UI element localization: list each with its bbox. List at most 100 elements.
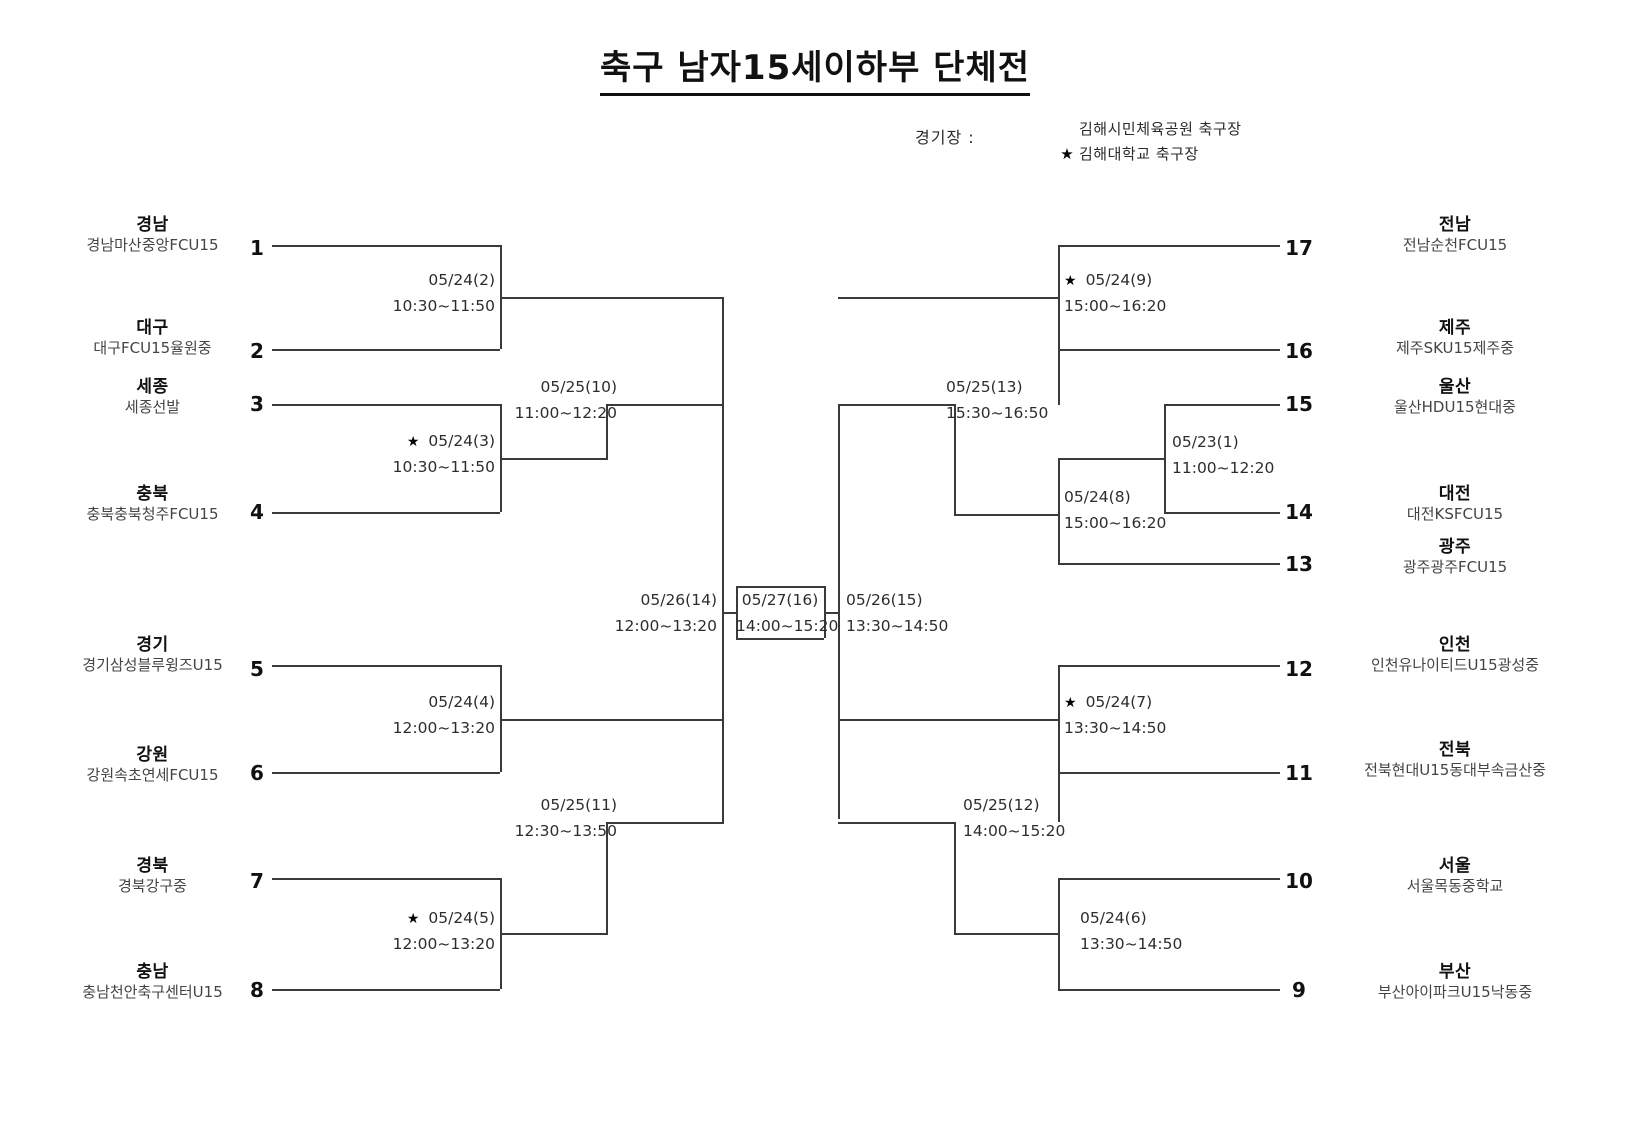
seed-number-9: 9 [1292,978,1306,1002]
seed-number-4: 4 [250,500,264,524]
bracket-line-seed-10 [1058,878,1280,880]
team-club-9: 부산아이파크U15낙동중 [1377,983,1533,1002]
match-date-m1: 05/23(1) [1172,433,1239,451]
bracket-line-m13-mid [838,404,954,406]
match-date-m7: 05/24(7) [1085,693,1153,711]
bracket-line-seed-2 [272,349,500,351]
bracket-line-m5-out [500,933,608,935]
match-date-m6: 05/24(6) [1080,909,1147,927]
match-label-m11: 05/25(11) 12:30~13:50 [425,793,617,844]
bracket-line-m10-mid [606,404,724,406]
match-time-m15: 13:30~14:50 [846,616,949,635]
bracket-connector-m11 [722,719,724,822]
match-label-m9: ★05/24(9) 15:00~16:20 [1064,268,1274,319]
match-time-m4: 12:00~13:20 [392,718,495,737]
venue-legend-row-1: 김해시민체육공원 축구장 [1055,118,1242,139]
team-club-2: 대구FCU15율원중 [93,339,212,358]
match-date-m12: 05/25(12) [963,796,1040,814]
seed-number-5: 5 [250,657,264,681]
match-date-m16: 05/27(16) [741,591,819,609]
team-region-1: 경남 [136,215,169,235]
team-region-11: 전북 [1438,740,1472,760]
bracket-connector-m3-rise [606,404,608,458]
bracket-line-m15-out [824,612,838,614]
team-club-6: 강원속초연세FCU15 [86,766,219,785]
team-seed-15: 울산 울산HDU15현대중 [1320,377,1590,417]
match-label-m16: 05/27(16) 14:00~15:20 [736,588,838,639]
team-club-14: 대전KSFCU15 [1406,505,1504,524]
team-club-3: 세종선발 [124,398,181,417]
seed-number-14: 14 [1285,500,1313,524]
team-region-12: 인천 [1438,635,1472,655]
match-time-m10: 11:00~12:20 [514,403,617,422]
match-time-m9: 15:00~16:20 [1064,296,1167,315]
match-label-m3: ★05/24(3) 10:30~11:50 [300,429,495,480]
team-region-10: 서울 [1438,856,1472,876]
match-time-m5: 12:00~13:20 [392,934,495,953]
team-seed-13: 광주 광주광주FCU15 [1320,537,1590,577]
bracket-line-seed-8 [272,989,500,991]
match-label-m6: 05/24(6) 13:30~14:50 [1080,906,1280,957]
team-club-8: 충남천안축구센터U15 [82,983,223,1002]
team-seed-6: 강원 강원속초연세FCU15 [40,745,265,785]
match-date-m14: 05/26(14) [640,591,718,609]
match-date-m9: 05/24(9) [1085,271,1153,289]
bracket-connector-m4 [500,665,502,772]
team-seed-8: 충남 충남천안축구센터U15 [40,962,265,1002]
team-club-12: 인천유나이티드U15광성중 [1370,656,1540,675]
bracket-connector-m15 [838,405,840,819]
team-seed-9: 부산 부산아이파크U15낙동중 [1310,962,1600,1002]
team-club-13: 광주광주FCU15 [1402,558,1508,577]
match-date-m13: 05/25(13) [946,378,1023,396]
match-time-m2: 10:30~11:50 [392,296,495,315]
team-region-6: 강원 [136,745,169,765]
bracket-line-seed-14 [1164,512,1280,514]
match-label-m2: 05/24(2) 10:30~11:50 [300,268,495,319]
team-seed-11: 전북 전북현대U15동대부속금산중 [1305,740,1605,780]
bracket-line-seed-16 [1058,349,1280,351]
bracket-connector-m14 [722,405,724,719]
team-seed-14: 대전 대전KSFCU15 [1320,484,1590,524]
bracket-line-m1-out [1058,458,1164,460]
bracket-line-seed-12 [1058,665,1280,667]
team-region-2: 대구 [136,318,169,338]
match-label-m1: 05/23(1) 11:00~12:20 [1172,430,1372,481]
final-line-top [736,586,824,588]
team-region-16: 제주 [1438,318,1472,338]
bracket-line-seed-13 [1058,563,1280,565]
team-seed-3: 세종 세종선발 [40,377,265,417]
seed-number-8: 8 [250,978,264,1002]
match-time-m7: 13:30~14:50 [1064,718,1167,737]
venue-legend-row-2: ★김해대학교 축구장 [1055,143,1199,164]
team-region-17: 전남 [1438,215,1472,235]
match-time-m6: 13:30~14:50 [1080,934,1183,953]
team-region-14: 대전 [1438,484,1472,504]
match-label-m7: ★05/24(7) 13:30~14:50 [1064,690,1274,741]
bracket-line-seed-9 [1058,989,1280,991]
match-date-m5: 05/24(5) [428,909,495,927]
page-title: 축구 남자15세이하부 단체전 [0,40,1630,96]
team-seed-16: 제주 제주SKU15제주중 [1320,318,1590,358]
bracket-line-seed-17 [1058,245,1280,247]
team-region-15: 울산 [1438,377,1472,397]
bracket-line-m11-mid [606,822,724,824]
match-date-row-m9: ★05/24(9) [1064,268,1274,294]
team-club-5: 경기삼성블루윙즈U15 [82,656,223,675]
seed-number-17: 17 [1285,236,1313,260]
bracket-connector-m7 [1058,665,1060,772]
team-seed-7: 경북 경북강구중 [40,856,265,896]
match-date-m10: 05/25(10) [540,378,618,396]
match-label-m10: 05/25(10) 11:00~12:20 [425,375,617,426]
bracket-line-m12-mid [838,822,954,824]
match-date-m3: 05/24(3) [428,432,495,450]
bracket-line-m3-out [500,458,608,460]
seed-number-6: 6 [250,761,264,785]
team-seed-5: 경기 경기삼성블루윙즈U15 [40,635,265,675]
seed-number-16: 16 [1285,339,1313,363]
match-date-m4: 05/24(4) [428,693,495,711]
team-seed-2: 대구 대구FCU15율원중 [40,318,265,358]
bracket-connector-m6-rise [954,822,956,933]
team-region-4: 충북 [136,484,169,504]
team-region-8: 충남 [136,962,169,982]
bracket-connector-m13 [1058,297,1060,405]
